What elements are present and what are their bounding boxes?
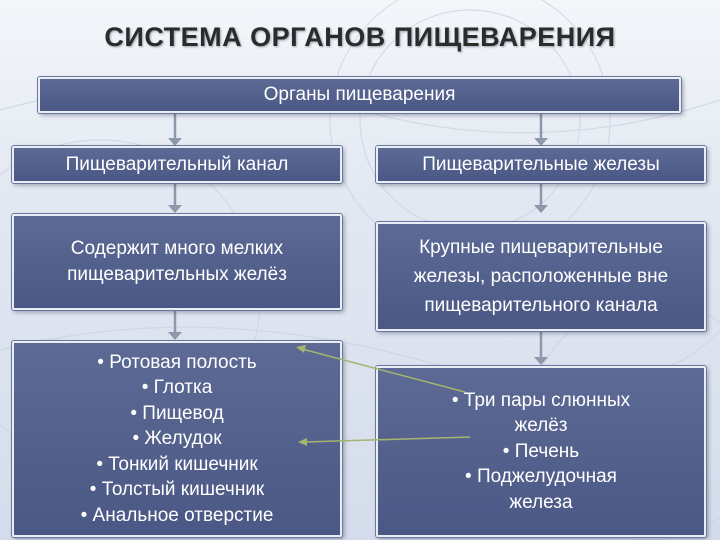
left-list-box: Ротовая полость Глотка Пищевод Желудок Т… [12,341,342,537]
list-item: Глотка [81,375,274,401]
left-organ-list: Ротовая полость Глотка Пищевод Желудок Т… [81,350,274,529]
list-item: Пищевод [81,401,274,427]
right-description-text: Крупные пищеварительные железы, располож… [413,237,669,316]
left-header-label: Пищеварительный канал [65,153,289,175]
left-description-box: Содержит много мелких пищеварительных же… [12,214,342,310]
list-item: Желудок [81,426,274,452]
right-gland-list: Три пары слюнных желёз Печень Поджелудоч… [438,388,644,516]
right-description-box: Крупные пищеварительные железы, располож… [376,222,706,331]
left-description-text: Содержит много мелких пищеварительных же… [67,238,287,285]
list-item: Три пары слюнных желёз [438,388,644,439]
top-box: Органы пищеварения [38,77,681,113]
right-header-box: Пищеварительные железы [376,146,706,183]
list-item: Ротовая полость [81,350,274,376]
list-item: Поджелудочная железа [438,464,644,515]
right-header-label: Пищеварительные железы [422,153,660,175]
left-header-box: Пищеварительный канал [12,146,342,183]
list-item: Печень [438,439,644,465]
page-title: СИСТЕМА ОРГАНОВ ПИЩЕВАРЕНИЯ [104,22,616,52]
list-item: Тонкий кишечник [81,452,274,478]
right-list-box: Три пары слюнных желёз Печень Поджелудоч… [376,366,706,537]
top-box-label: Органы пищеварения [263,84,456,105]
list-item: Анальное отверстие [81,503,274,529]
list-item: Толстый кишечник [81,477,274,503]
